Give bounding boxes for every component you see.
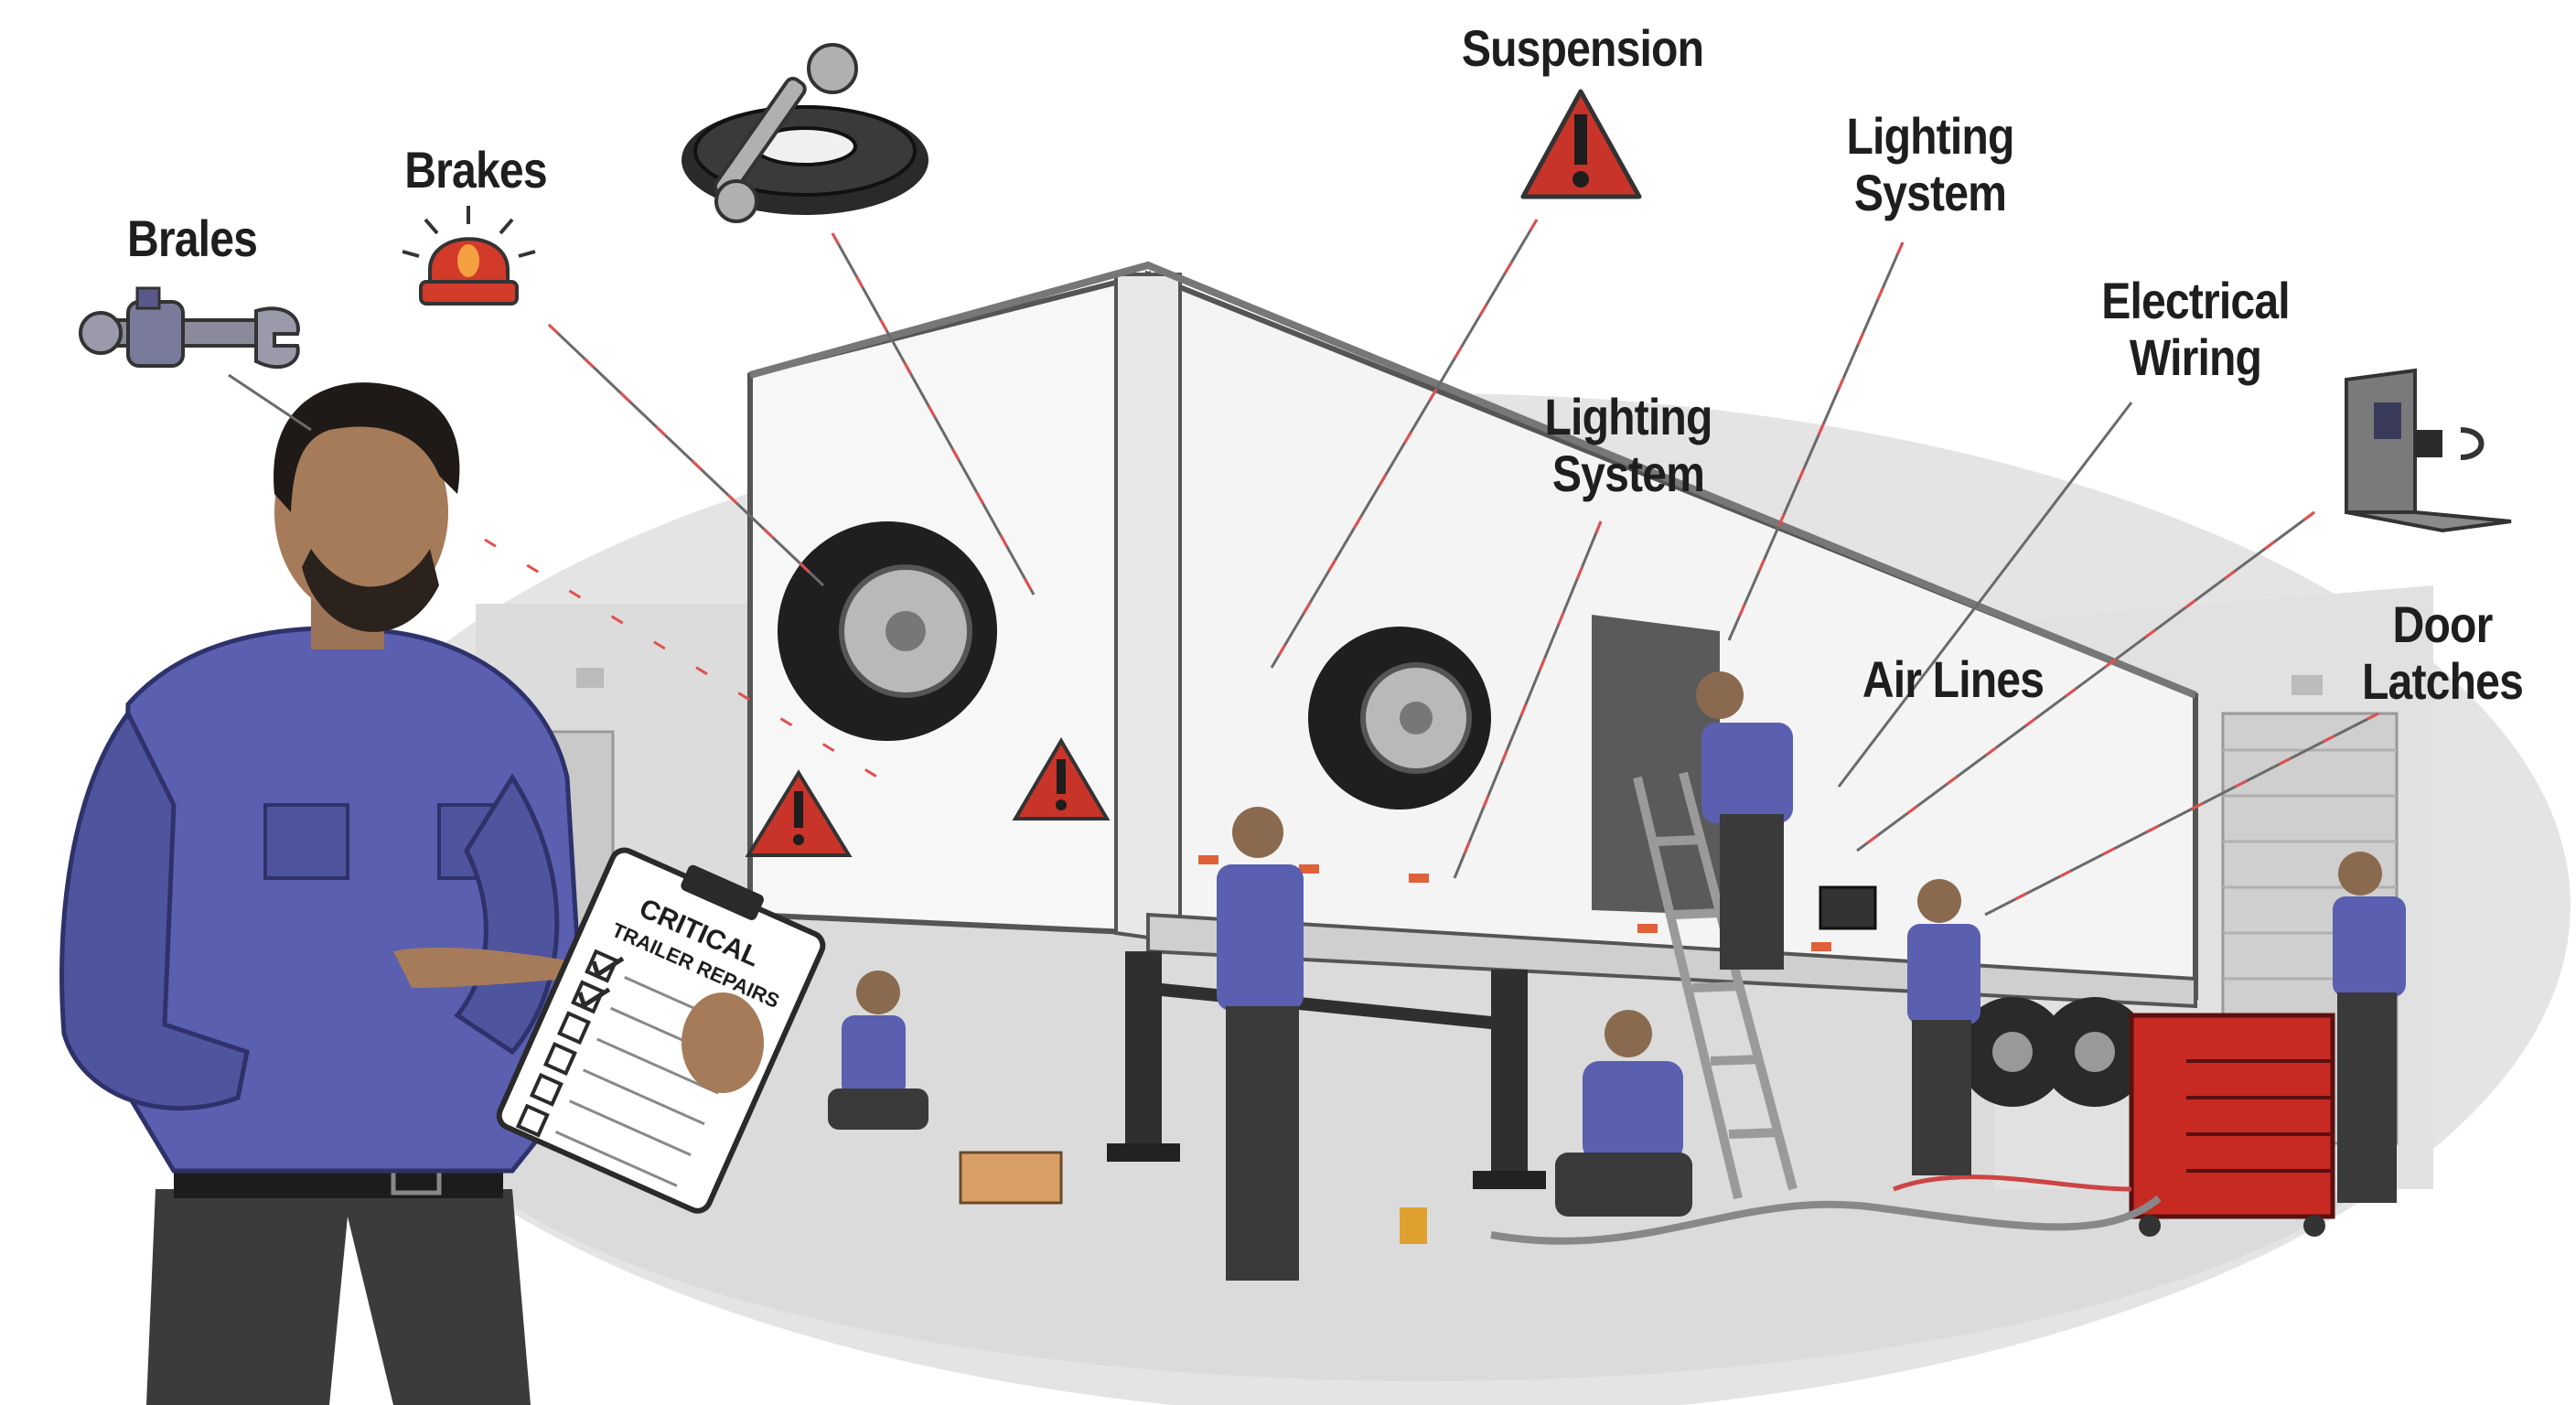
electrical-box-icon bbox=[2345, 368, 2512, 533]
label-suspension: Suspension bbox=[1461, 19, 1704, 77]
supervisor: CRITICAL TRAILER REPAIRS bbox=[59, 382, 826, 1405]
label-lighting-system-top: Lighting System bbox=[1846, 107, 2014, 221]
worker-standing-center bbox=[1217, 807, 1304, 1281]
tool-chest bbox=[2129, 1013, 2335, 1237]
worker-right bbox=[2333, 852, 2406, 1203]
beacon-light-icon bbox=[402, 206, 536, 306]
trailer bbox=[745, 261, 2198, 1189]
clipboard: CRITICAL TRAILER REPAIRS bbox=[496, 847, 826, 1214]
worker-laptop bbox=[1819, 879, 1980, 1175]
label-air-lines: Air Lines bbox=[1862, 650, 2045, 708]
warning-triangle-icon bbox=[1520, 89, 1642, 199]
label-lighting-system-mid: Lighting System bbox=[1544, 388, 1712, 502]
worker-crouching bbox=[1400, 1010, 1692, 1244]
tire-wrench-icon bbox=[682, 43, 928, 223]
worker-on-ladder bbox=[1696, 671, 1793, 970]
leader-lines bbox=[228, 219, 2379, 917]
label-brales: Brales bbox=[126, 209, 258, 267]
ladder bbox=[1633, 771, 1798, 1200]
warning-triangle-icon bbox=[1012, 737, 1111, 820]
worker-kneeling-left bbox=[828, 971, 1063, 1205]
wrench-tool-icon bbox=[79, 286, 300, 370]
label-electrical-wiring: Electrical Wiring bbox=[2101, 272, 2290, 386]
label-brakes: Brakes bbox=[404, 141, 547, 198]
warning-triangle-icon bbox=[745, 769, 853, 857]
label-door-latches: Door Latches bbox=[2361, 595, 2524, 710]
